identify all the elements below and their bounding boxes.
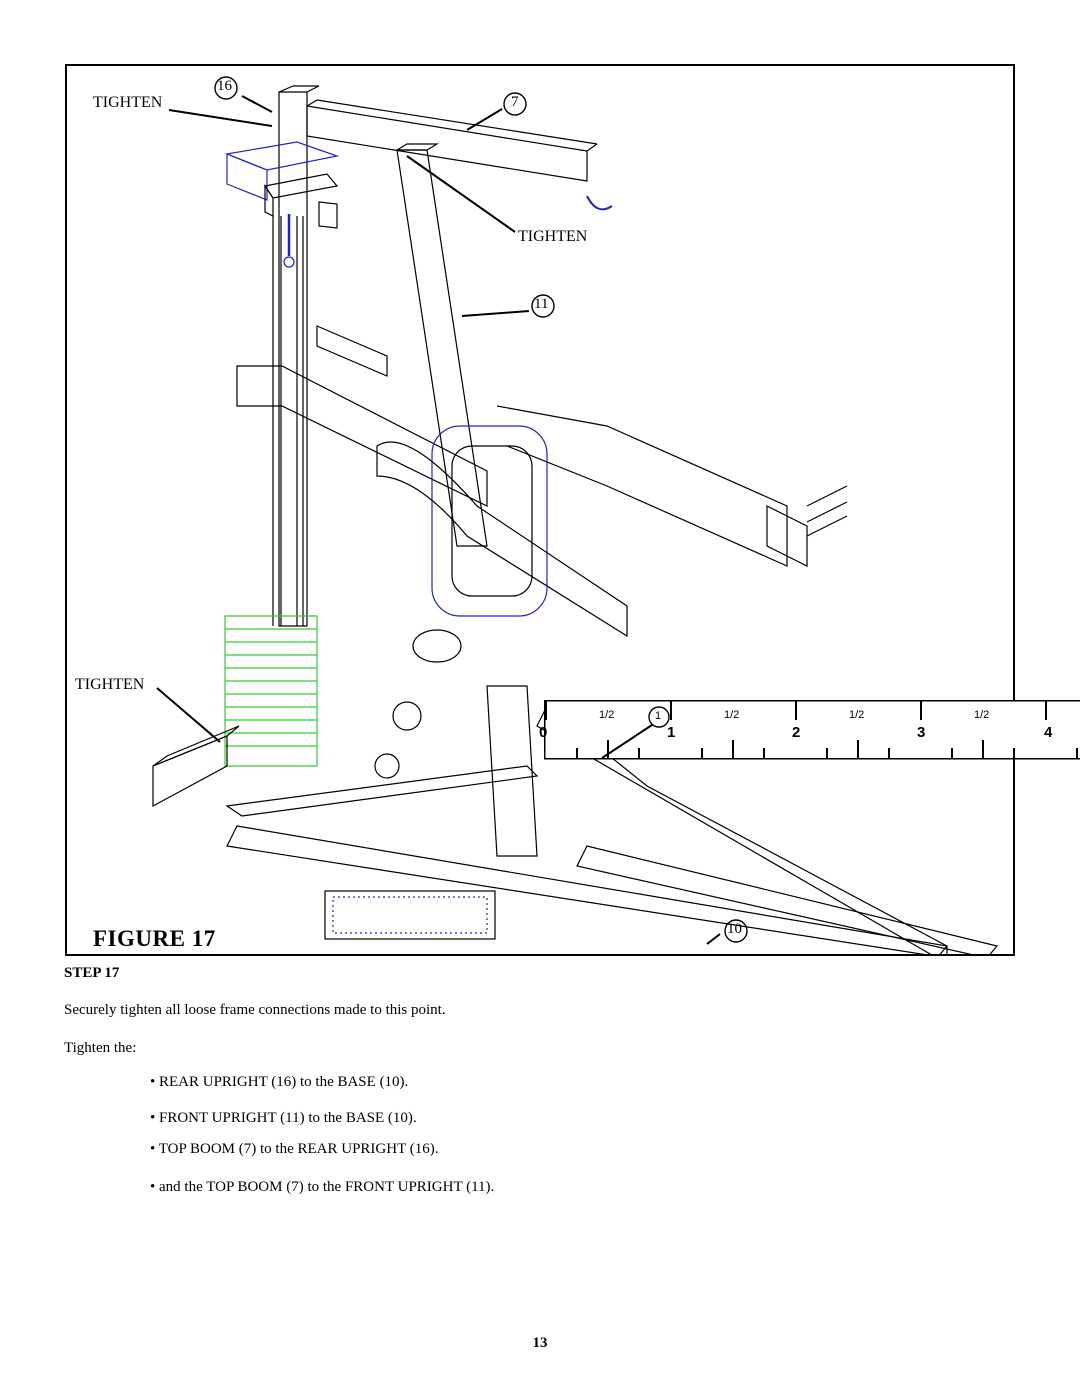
ruler-number-4: 4	[1044, 724, 1053, 741]
step-lead: Tighten the:	[64, 1040, 137, 1056]
part-number-16: 16	[217, 78, 232, 94]
instruction-bullet: • FRONT UPRIGHT (11) to the BASE (10).	[150, 1110, 417, 1126]
instruction-bullet: • and the TOP BOOM (7) to the FRONT UPRI…	[150, 1179, 495, 1195]
base	[536, 705, 948, 954]
front-upright	[396, 149, 488, 547]
figure-title: FIGURE 17	[93, 926, 216, 951]
ruler-half-mark-2: 1/2	[724, 709, 740, 721]
part-number-7: 7	[511, 94, 519, 110]
ruler-half-mark-3: 1/2	[849, 709, 865, 721]
ruler-half-mark-4: 1/2	[974, 709, 990, 721]
instruction-bullet: • REAR UPRIGHT (16) to the BASE (10).	[150, 1074, 409, 1090]
step-intro: Securely tighten all loose frame connect…	[64, 1002, 446, 1018]
ruler-half-mark-1: 1/2	[599, 709, 615, 721]
tighten-label-left: TIGHTEN	[75, 676, 145, 693]
part-number-10: 10	[727, 921, 742, 937]
figure-frame: TIGHTEN TIGHTEN TIGHTEN 16 7 11 10 FIGUR…	[65, 64, 1015, 956]
tighten-label-right: TIGHTEN	[518, 228, 588, 245]
page-number: 13	[532, 1335, 548, 1351]
part-number-11: 11	[534, 296, 549, 312]
instruction-bullet: • TOP BOOM (7) to the REAR UPRIGHT (16).	[150, 1141, 439, 1157]
ruler-circled-1: 1	[655, 710, 662, 722]
rear-upright	[278, 91, 308, 627]
gym-assembly-illustration	[152, 76, 999, 954]
ruler-number-0: 0	[539, 724, 548, 741]
measurement-ruler: 1/2 1 1/2 1/2 1/2 0 1 2 3 4	[539, 700, 1080, 760]
tighten-label-top: TIGHTEN	[93, 94, 163, 111]
top-boom	[306, 105, 588, 182]
step-heading: STEP 17	[64, 965, 120, 981]
ruler-number-2: 2	[792, 724, 801, 741]
seat-pad	[431, 425, 548, 617]
ruler-number-1: 1	[667, 724, 676, 741]
weight-stack	[224, 615, 318, 767]
ruler-number-3: 3	[917, 724, 926, 741]
